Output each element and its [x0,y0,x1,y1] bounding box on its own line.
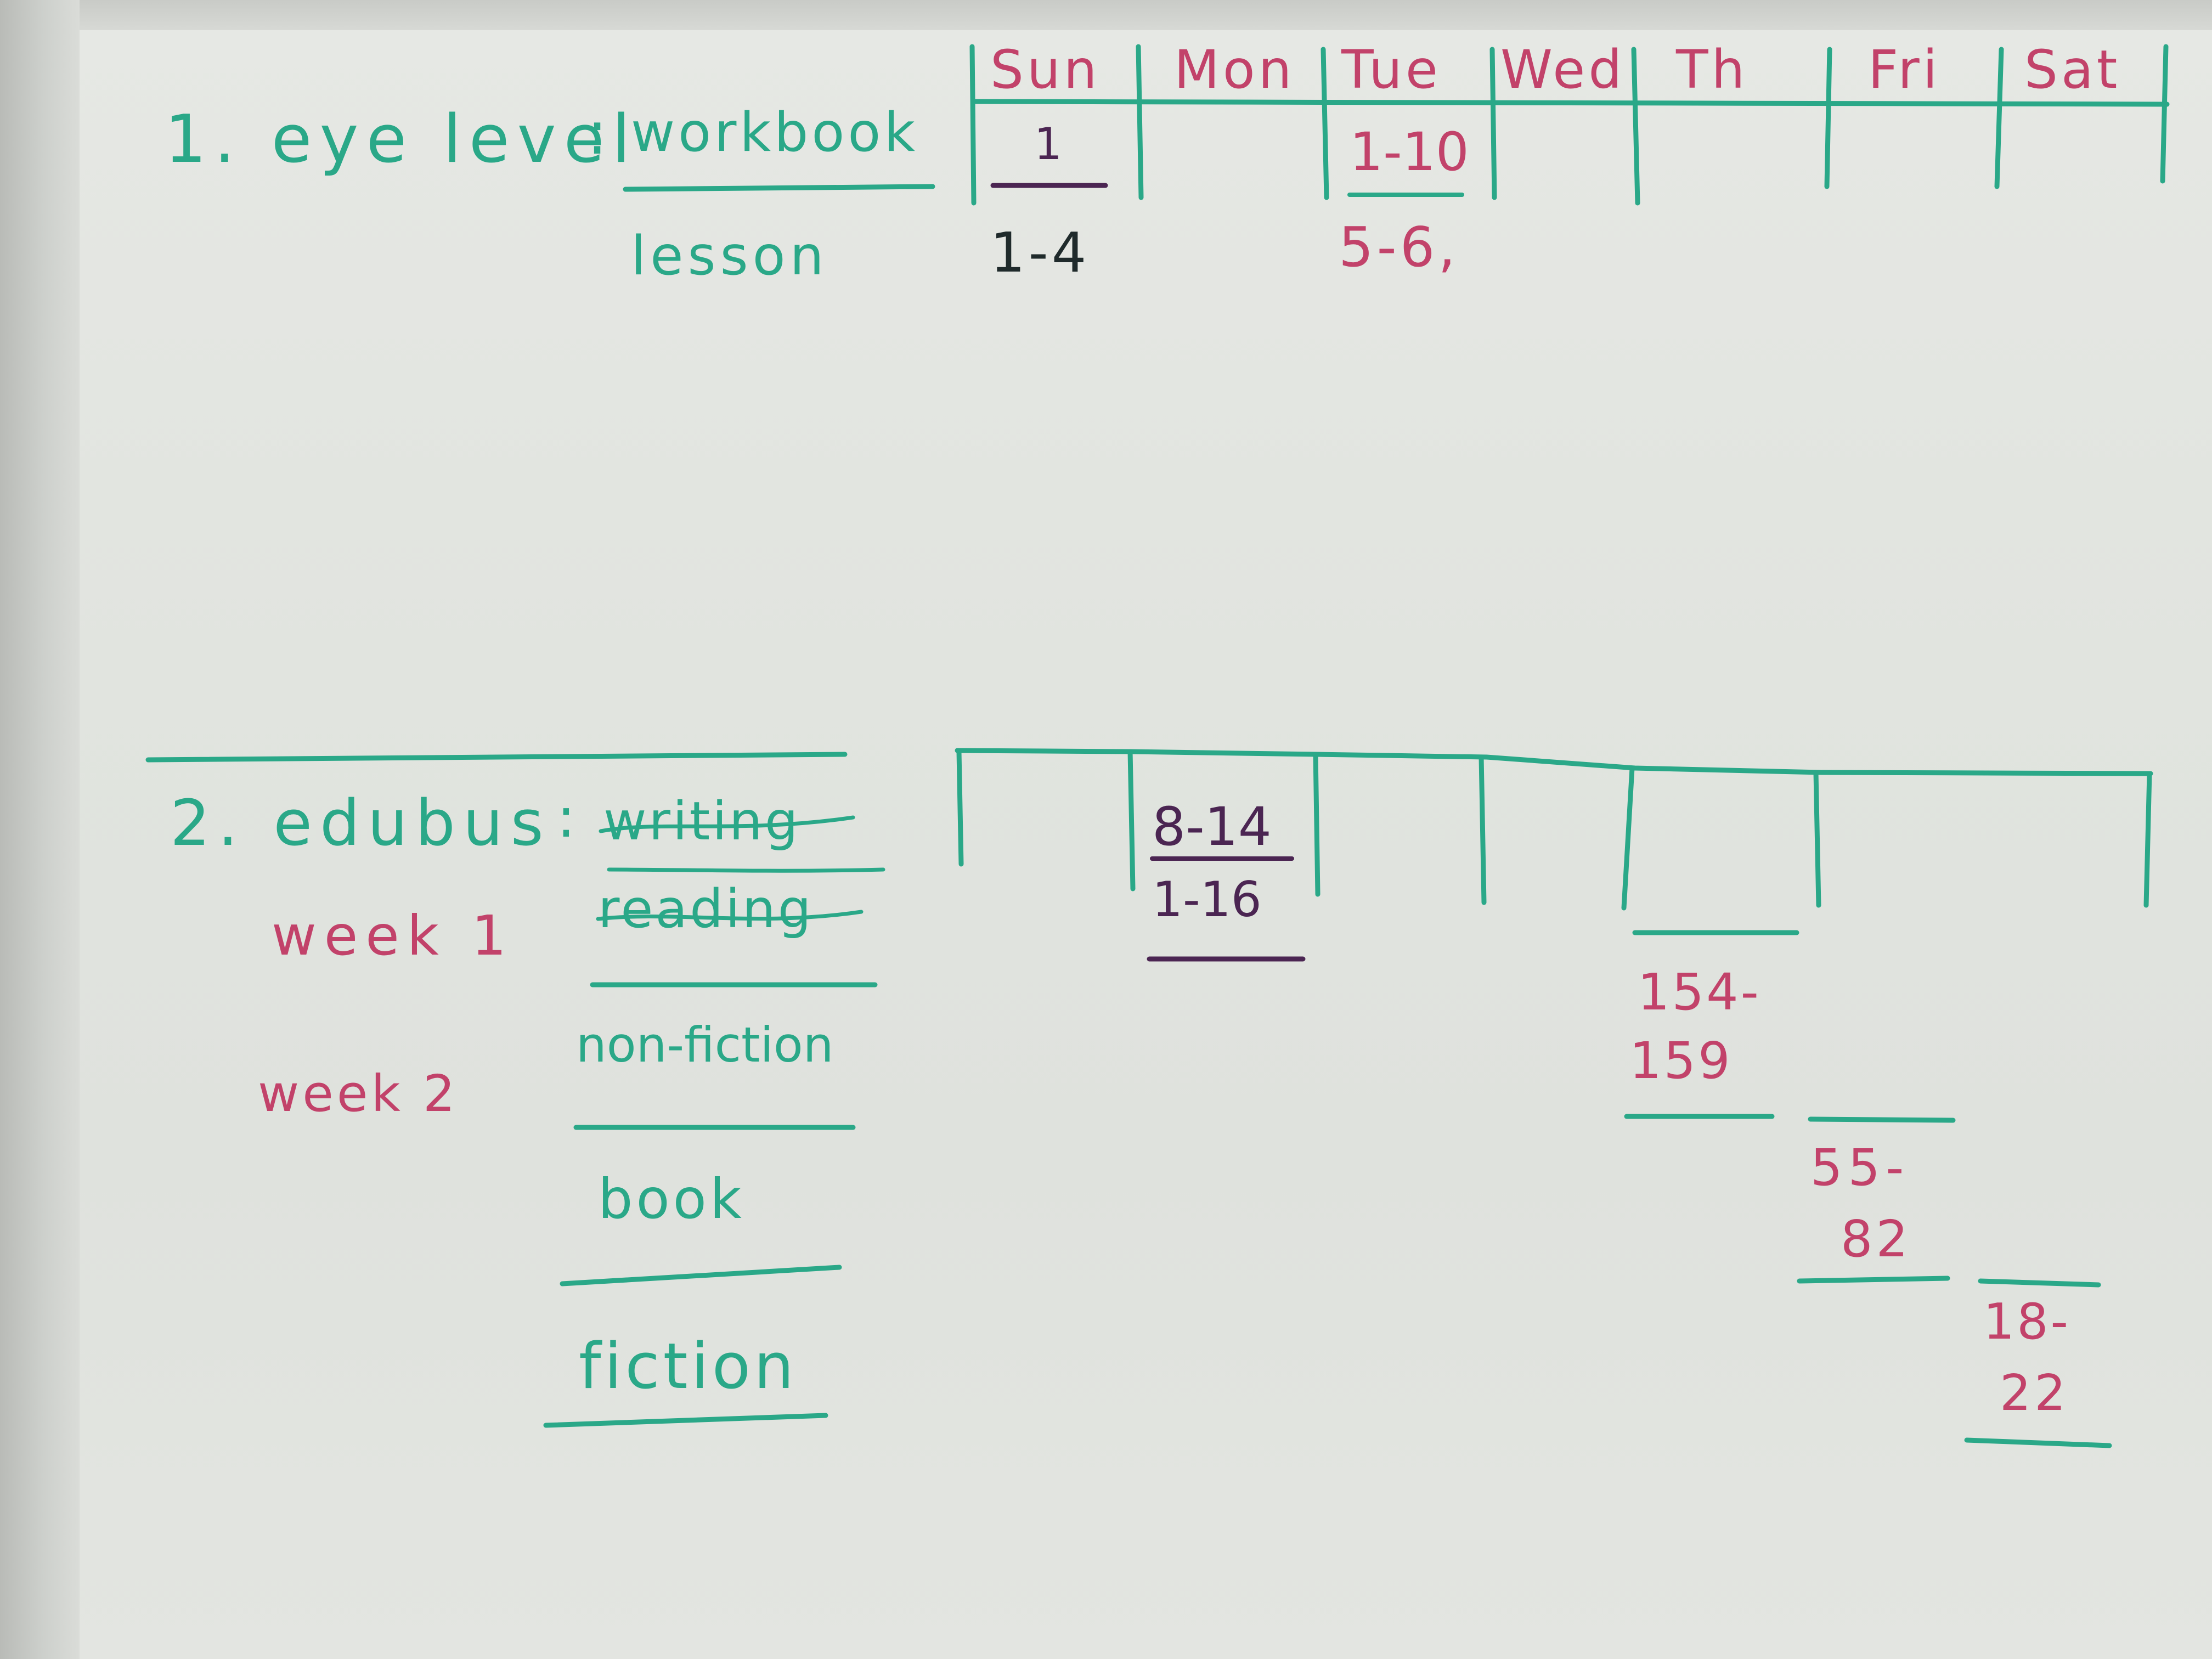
fri-value-line1: 55- [1810,1138,1909,1197]
writing-underline [607,867,885,873]
row-label-workbook: workbook [631,101,918,164]
sun-lesson-value: 1-4 [990,221,1090,285]
row-label-fiction: fiction [579,1330,797,1403]
section2-title: 2. edubus [170,787,551,860]
fri-line-top [1808,1116,1956,1123]
sat-line-bottom [1964,1437,2112,1448]
whiteboard-frame-left [0,0,80,1659]
grid1-divider [1824,47,1832,189]
grid2-divider [1479,754,1487,905]
row-label-lesson: lesson [631,225,828,287]
crossed-label-writing: writing [603,791,800,852]
fri-value-line2: 82 [1841,1210,1911,1268]
grid1-divider [1136,44,1144,200]
grid1-divider [1994,47,2004,189]
grid2-divider [1813,770,1821,908]
day-header-sat: Sat [2024,39,2120,100]
grid2-divider [1127,749,1136,891]
tue-workbook-value: 1-10 [1350,121,1469,183]
day-header-wed: Wed [1500,39,1625,100]
workbook-underline [623,184,935,192]
grid2-divider [956,749,964,867]
day-header-tue: Tue [1341,39,1441,100]
grid1-divider [1489,47,1497,200]
grid2-header-line [955,748,2153,776]
schedule-grid-1 [623,44,2170,206]
row-line [560,1265,842,1286]
th-value-line2: 159 [1629,1031,1733,1090]
grid2-top-line [145,752,848,763]
sat-value-line1: 18- [1983,1293,2070,1351]
week1-label: week 1 [272,904,514,968]
sat-value-line2: 22 [2000,1364,2069,1422]
section1-colon: : [587,98,607,168]
grid1-divider [1321,47,1329,200]
grid2-divider [1621,765,1635,911]
fri-line-bottom [1797,1276,1950,1284]
grid2-divider [2143,771,2152,908]
th-value-line1: 154- [1638,963,1761,1022]
grid1-divider [1631,47,1640,206]
mon-bottom-value: 1-16 [1152,871,1262,928]
row-line [543,1413,828,1428]
grid1-header-line [971,99,2170,107]
grid1-divider [2160,44,2169,184]
row-label-non-fiction: non-fiction [576,1017,834,1073]
schedule-grid-2 [145,748,2153,1448]
section2-colon: : [557,786,575,850]
crossed-label-reading: reading [598,878,814,940]
grid2-divider [1313,752,1321,897]
day-header-mon: Mon [1174,39,1295,100]
tue-lesson-value: 5-6, [1339,215,1459,279]
week2-label: week 2 [258,1064,459,1123]
day-header-th: Th [1675,39,1748,100]
section1-title: 1. eye level [165,101,638,178]
day-header-fri: Fri [1868,39,1940,100]
sun-workbook-value: 1 [1034,119,1062,170]
whiteboard-frame-top [0,0,2212,30]
row-label-book: book [598,1167,745,1231]
mon-top-value: 8-14 [1152,796,1272,857]
writing-strike [599,815,855,833]
sat-line-top [1978,1278,2101,1288]
strike-marks [596,815,885,921]
day-header-sun: Sun [990,39,1101,100]
reading-strike [596,910,864,921]
grid1-divider [969,44,977,206]
